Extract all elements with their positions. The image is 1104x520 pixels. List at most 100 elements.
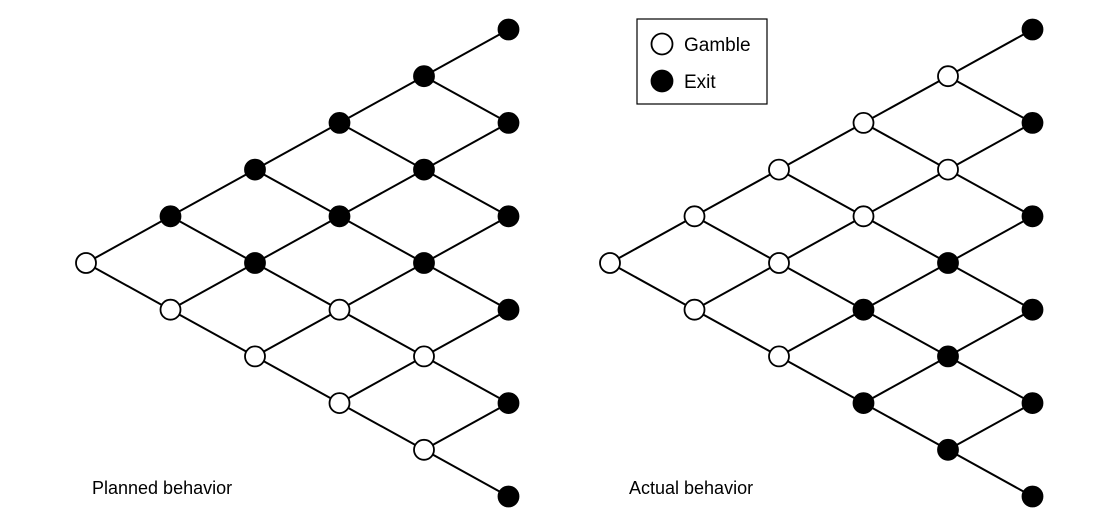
- actual-edge-up: [778, 308, 864, 358]
- planned-edge-up: [423, 308, 509, 358]
- actual-edge-up: [947, 28, 1033, 78]
- planned-edge-up: [423, 402, 509, 451]
- actual-node-gamble: [852, 112, 875, 134]
- planned-edge-down: [170, 215, 256, 264]
- actual-edge-up: [609, 215, 695, 264]
- planned-edge-up: [339, 262, 425, 311]
- planned-edge-down: [254, 262, 340, 311]
- actual-edge-down: [863, 308, 949, 358]
- actual-node-gamble: [768, 252, 790, 274]
- actual-node-exit: [1021, 112, 1044, 134]
- actual-edge-up: [947, 308, 1033, 358]
- actual-edge-up: [947, 122, 1033, 171]
- legend-gamble-marker: [650, 32, 674, 56]
- actual-behavior-caption: Actual behavior: [629, 478, 753, 498]
- actual-node-gamble: [599, 252, 621, 274]
- actual-node-exit: [937, 438, 959, 461]
- actual-edge-down: [694, 215, 780, 264]
- planned-edge-down: [423, 75, 509, 124]
- planned-edge-down: [339, 122, 425, 171]
- planned-edge-up: [339, 168, 425, 218]
- actual-tree-nodes: [599, 18, 1044, 508]
- planned-tree-nodes: [75, 18, 520, 508]
- actual-tree-edges: [609, 28, 1033, 498]
- actual-edge-down: [863, 215, 949, 264]
- actual-edge-down: [947, 262, 1033, 311]
- planned-edge-up: [339, 355, 425, 404]
- actual-node-exit: [852, 392, 875, 415]
- planned-edge-up: [254, 122, 340, 171]
- actual-edge-down: [947, 355, 1033, 404]
- actual-edge-down: [863, 122, 949, 171]
- planned-node-exit: [497, 112, 520, 134]
- actual-edge-down: [694, 308, 780, 358]
- actual-node-exit: [1021, 205, 1044, 228]
- actual-node-gamble: [683, 298, 706, 321]
- legend-exit-marker: [650, 69, 674, 93]
- planned-edge-down: [423, 168, 509, 218]
- actual-node-exit: [1021, 392, 1044, 415]
- planned-node-gamble: [413, 438, 435, 461]
- planned-edge-down: [423, 262, 509, 311]
- planned-tree-edges: [85, 28, 509, 498]
- actual-edge-down: [778, 262, 864, 311]
- actual-node-exit: [937, 345, 959, 368]
- actual-edge-down: [947, 448, 1033, 498]
- actual-behavior-tree: [599, 18, 1044, 508]
- planned-node-gamble: [413, 345, 435, 368]
- actual-node-exit: [852, 298, 875, 321]
- planned-node-gamble: [244, 345, 266, 368]
- planned-edge-up: [423, 122, 509, 171]
- actual-node-gamble: [768, 158, 790, 181]
- planned-behavior-caption: Planned behavior: [92, 478, 232, 498]
- actual-edge-up: [863, 355, 949, 404]
- planned-edge-up: [339, 75, 425, 124]
- planned-edge-up: [254, 308, 340, 358]
- actual-edge-up: [863, 262, 949, 311]
- planned-edge-down: [423, 448, 509, 498]
- actual-node-gamble: [852, 205, 875, 228]
- actual-edge-down: [778, 168, 864, 218]
- planned-edge-down: [85, 262, 171, 311]
- actual-edge-down: [947, 75, 1033, 124]
- planned-edge-up: [423, 28, 509, 78]
- legend-gamble-label: Gamble: [684, 35, 751, 56]
- actual-node-exit: [1021, 485, 1044, 508]
- actual-edge-down: [863, 402, 949, 451]
- actual-edge-up: [863, 75, 949, 124]
- planned-node-exit: [413, 252, 435, 274]
- planned-edge-up: [170, 168, 256, 218]
- actual-node-gamble: [768, 345, 790, 368]
- planned-node-exit: [244, 252, 266, 274]
- planned-edge-up: [423, 215, 509, 264]
- planned-edge-up: [85, 215, 171, 264]
- legend-exit-label: Exit: [684, 72, 716, 93]
- planned-edge-up: [170, 262, 256, 311]
- actual-edge-up: [694, 262, 780, 311]
- planned-node-exit: [159, 205, 182, 228]
- actual-node-exit: [937, 252, 959, 274]
- planned-node-exit: [328, 205, 351, 228]
- planned-node-exit: [497, 485, 520, 508]
- actual-node-gamble: [937, 158, 959, 181]
- planned-edge-down: [339, 215, 425, 264]
- actual-node-gamble: [937, 65, 959, 88]
- planned-node-exit: [413, 65, 435, 88]
- actual-node-gamble: [683, 205, 706, 228]
- planned-edge-down: [423, 355, 509, 404]
- planned-node-gamble: [328, 392, 351, 415]
- actual-node-exit: [1021, 18, 1044, 41]
- actual-edge-up: [694, 168, 780, 218]
- planned-node-exit: [497, 298, 520, 321]
- planned-node-exit: [497, 205, 520, 228]
- planned-node-exit: [328, 112, 351, 134]
- planned-node-gamble: [75, 252, 97, 274]
- planned-edge-down: [339, 308, 425, 358]
- actual-edge-up: [778, 215, 864, 264]
- planned-edge-up: [254, 215, 340, 264]
- legend: Gamble Exit: [636, 18, 768, 105]
- actual-edge-up: [778, 122, 864, 171]
- actual-edge-down: [947, 168, 1033, 218]
- actual-edge-up: [947, 215, 1033, 264]
